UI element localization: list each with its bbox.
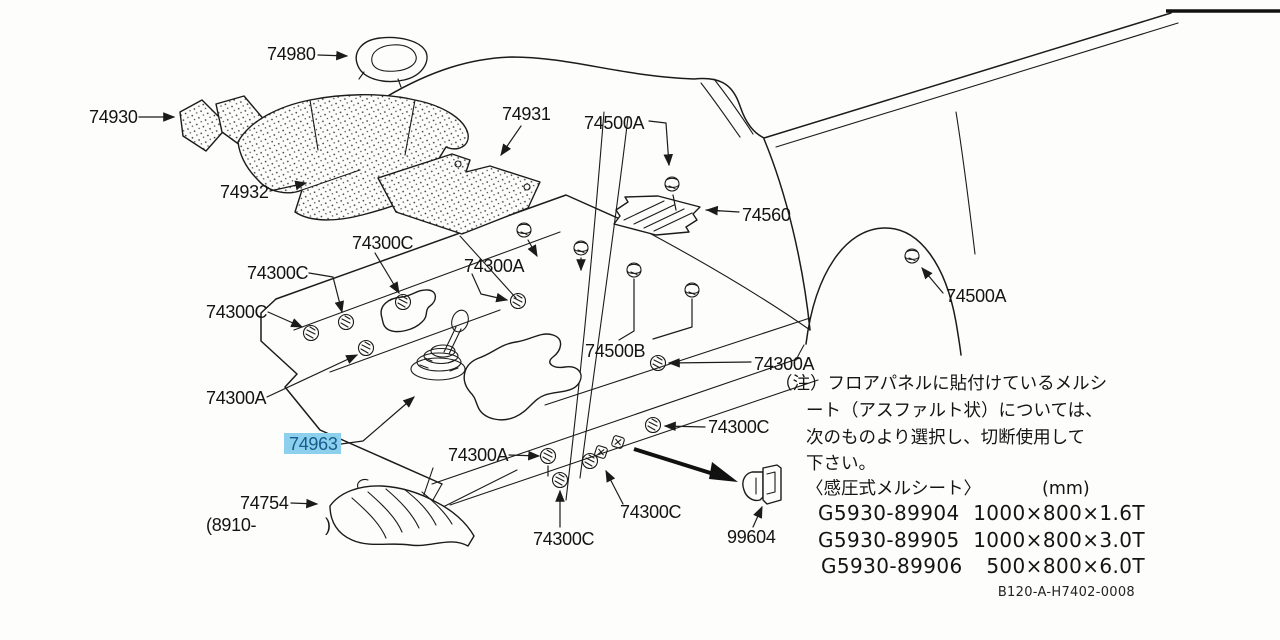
table-row-2-partno: G5930-89905 (818, 528, 960, 552)
clip-99604 (742, 464, 782, 505)
note-line-1: （注）フロアパネルに貼付けているメルシ (775, 374, 1107, 394)
part-label-74930: 74930 (89, 107, 138, 127)
table-row-2-size: 1000×800×3.0T (973, 528, 1145, 552)
boot-cover-74980 (355, 36, 428, 88)
insulator-74931 (377, 153, 541, 235)
part-label-74931: 74931 (502, 104, 551, 124)
part-label-74754: 74754 (240, 493, 289, 513)
part-label-74560: 74560 (742, 205, 791, 225)
heat-shield-74754 (329, 478, 475, 547)
part-label-74300C-bottom: 74300C (533, 529, 595, 549)
part-label-74963-highlighted[interactable]: 74963 (284, 433, 341, 454)
part-label-74300C-bottommid: 74300C (620, 502, 682, 522)
part-labels: 74980 74930 74932 74931 74500A 74560 745… (89, 44, 1007, 549)
part-label-74300C-midleft: 74300C (247, 263, 309, 283)
unit-label: (mm) (1042, 479, 1090, 499)
part-label-74500B: 74500B (585, 341, 646, 361)
svg-text:74963: 74963 (289, 434, 338, 454)
applicability-open: (8910- (206, 515, 257, 535)
part-label-74980: 74980 (267, 44, 316, 64)
drawing-code: B120-A-H7402-0008 (998, 585, 1135, 600)
table-row-1-partno: G5930-89904 (818, 501, 960, 525)
part-label-74300C-right: 74300C (708, 417, 770, 437)
access-plate-74560 (613, 195, 701, 236)
leader-lines (138, 50, 944, 528)
part-label-74300A-bottom: 74300A (448, 445, 509, 465)
note-line-3: 次のものより選択し、切断使用して (806, 427, 1085, 448)
part-label-74300C-top: 74300C (352, 233, 414, 253)
grommets (302, 176, 920, 489)
floor-panel (260, 194, 819, 522)
truck-body-outline (385, 9, 1280, 501)
note-block: （注）フロアパネルに貼付けているメルシ ート（アスファルト状）については、 次の… (775, 374, 1107, 499)
mel-sheet-table: G5930-89904 1000×800×1.6T G5930-89905 10… (818, 501, 1145, 578)
part-label-74500A-right: 74500A (946, 286, 1007, 306)
table-row-1-size: 1000×800×1.6T (973, 501, 1145, 525)
part-label-74500A-top: 74500A (584, 113, 645, 133)
part-label-99604: 99604 (727, 527, 776, 547)
table-row-3-size: 500×800×6.0T (986, 554, 1145, 578)
big-arrow (633, 447, 738, 482)
table-row-3-partno: G5930-89906 (821, 554, 963, 578)
part-label-74932: 74932 (220, 182, 269, 202)
part-label-74300A-right: 74300A (754, 354, 815, 374)
shift-boot (410, 344, 466, 381)
note-line-2: ート（アスファルト状）については、 (806, 401, 1103, 421)
part-label-74300A-top: 74300A (464, 256, 525, 276)
shifter-hole-cutout (380, 289, 437, 333)
applicability-close: ) (325, 515, 331, 535)
highlight-box (284, 433, 341, 454)
note-line-5: 〈感圧式メルシート〉 (806, 479, 981, 499)
part-label-74300C-left: 74300C (206, 302, 268, 322)
rear-floor-cutout (463, 333, 582, 421)
part-label-74300A-left: 74300A (206, 388, 267, 408)
note-line-4: 下さい。 (806, 454, 876, 474)
shift-lever (410, 309, 469, 381)
